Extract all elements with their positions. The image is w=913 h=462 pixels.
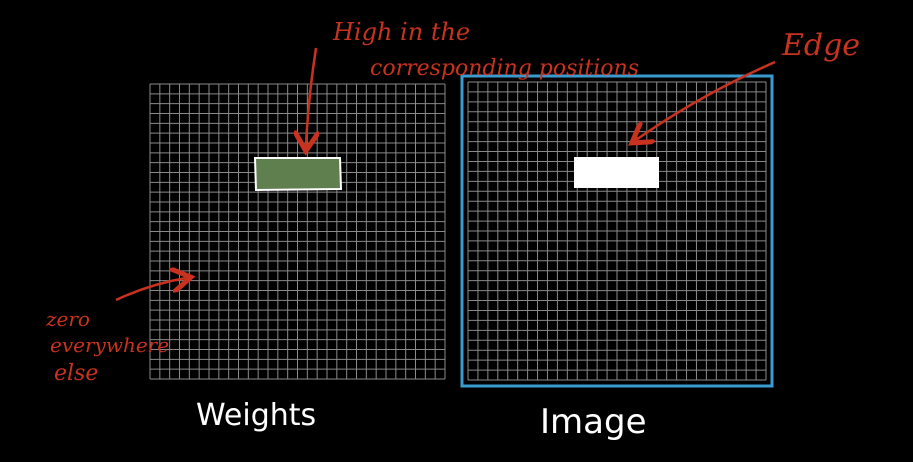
image-label: Image	[540, 402, 646, 442]
high-arrow	[306, 47, 316, 146]
high-annotation-line2: corresponding positions	[370, 56, 639, 81]
high-annotation-line1: High in the	[332, 18, 470, 46]
zero-annotation-line3: else	[54, 361, 98, 386]
image-frame	[460, 74, 774, 388]
zero-arrow	[115, 278, 186, 302]
zero-annotation-line2: everywhere	[50, 333, 169, 357]
weights-grid	[149, 83, 446, 380]
image-edge-patch	[574, 157, 659, 188]
weights-label: Weights	[196, 398, 316, 433]
weights-high-patch	[253, 157, 343, 192]
edge-annotation: Edge	[781, 28, 860, 63]
zero-annotation-line1: zero	[45, 307, 90, 331]
image-grid	[467, 81, 767, 381]
edge-arrow	[636, 60, 776, 140]
